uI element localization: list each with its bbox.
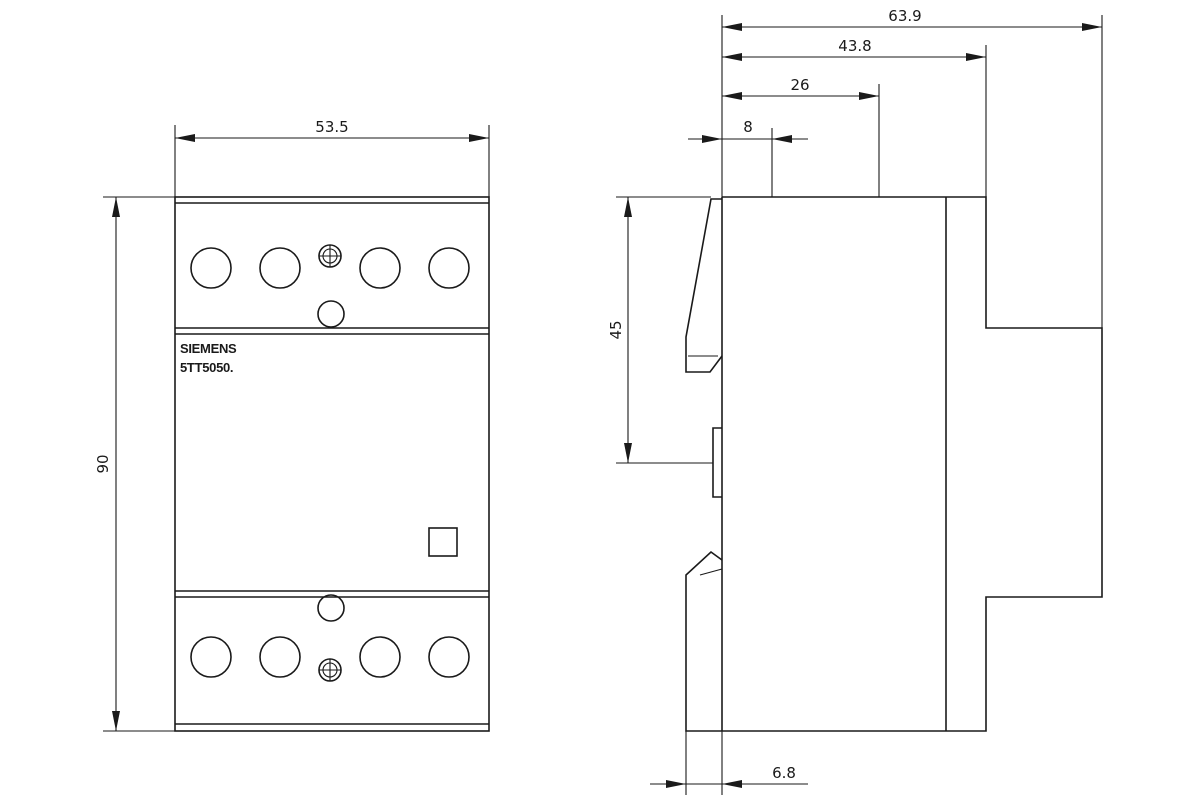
front-body-outline xyxy=(174,196,490,732)
dim-8: 8 xyxy=(688,118,808,197)
front-view: SIEMENS 5TT5050. 53.5 xyxy=(94,118,490,732)
terminal-screw-hole xyxy=(428,636,470,678)
bottom-small-hole xyxy=(317,594,345,622)
terminal-screw-hole xyxy=(190,636,232,678)
dim-6-8-label: 6.8 xyxy=(772,764,796,782)
top-small-hole xyxy=(317,300,345,328)
dim-width: 53.5 xyxy=(174,118,490,197)
terminal-screw-hole xyxy=(259,636,301,678)
din-clip-lower-inner xyxy=(699,568,723,576)
side-view: 63.9 43.8 26 8 xyxy=(607,7,1103,795)
din-clip-upper xyxy=(685,198,723,373)
dim-26-label: 26 xyxy=(790,76,809,94)
din-rail-notch xyxy=(712,427,722,498)
terminal-screw-hole xyxy=(359,636,401,678)
dim-8-label: 8 xyxy=(743,118,753,136)
dim-total-depth-label: 63.9 xyxy=(888,7,921,25)
dim-rail-height: 45 xyxy=(607,196,713,464)
indicator-window xyxy=(428,527,458,557)
dim-6-8: 6.8 xyxy=(650,731,808,795)
model-label: 5TT5050. xyxy=(180,360,233,375)
dim-body-depth: 43.8 xyxy=(722,37,987,197)
dim-total-depth: 63.9 xyxy=(721,7,1103,328)
dim-height-label: 90 xyxy=(94,454,112,473)
terminal-screw-hole xyxy=(359,247,401,289)
bottom-screw-icon xyxy=(318,658,342,682)
terminal-screw-hole xyxy=(259,247,301,289)
dim-rail-height-label: 45 xyxy=(607,320,625,339)
terminal-screw-hole xyxy=(190,247,232,289)
dim-height: 90 xyxy=(94,196,175,732)
side-body-outline xyxy=(722,196,1103,732)
dim-width-label: 53.5 xyxy=(315,118,348,136)
dim-26: 26 xyxy=(722,76,880,197)
terminal-screw-hole xyxy=(428,247,470,289)
top-screw-icon xyxy=(318,244,342,268)
dim-body-depth-label: 43.8 xyxy=(838,37,871,55)
brand-label: SIEMENS xyxy=(180,341,237,356)
din-clip-lower xyxy=(685,550,723,732)
